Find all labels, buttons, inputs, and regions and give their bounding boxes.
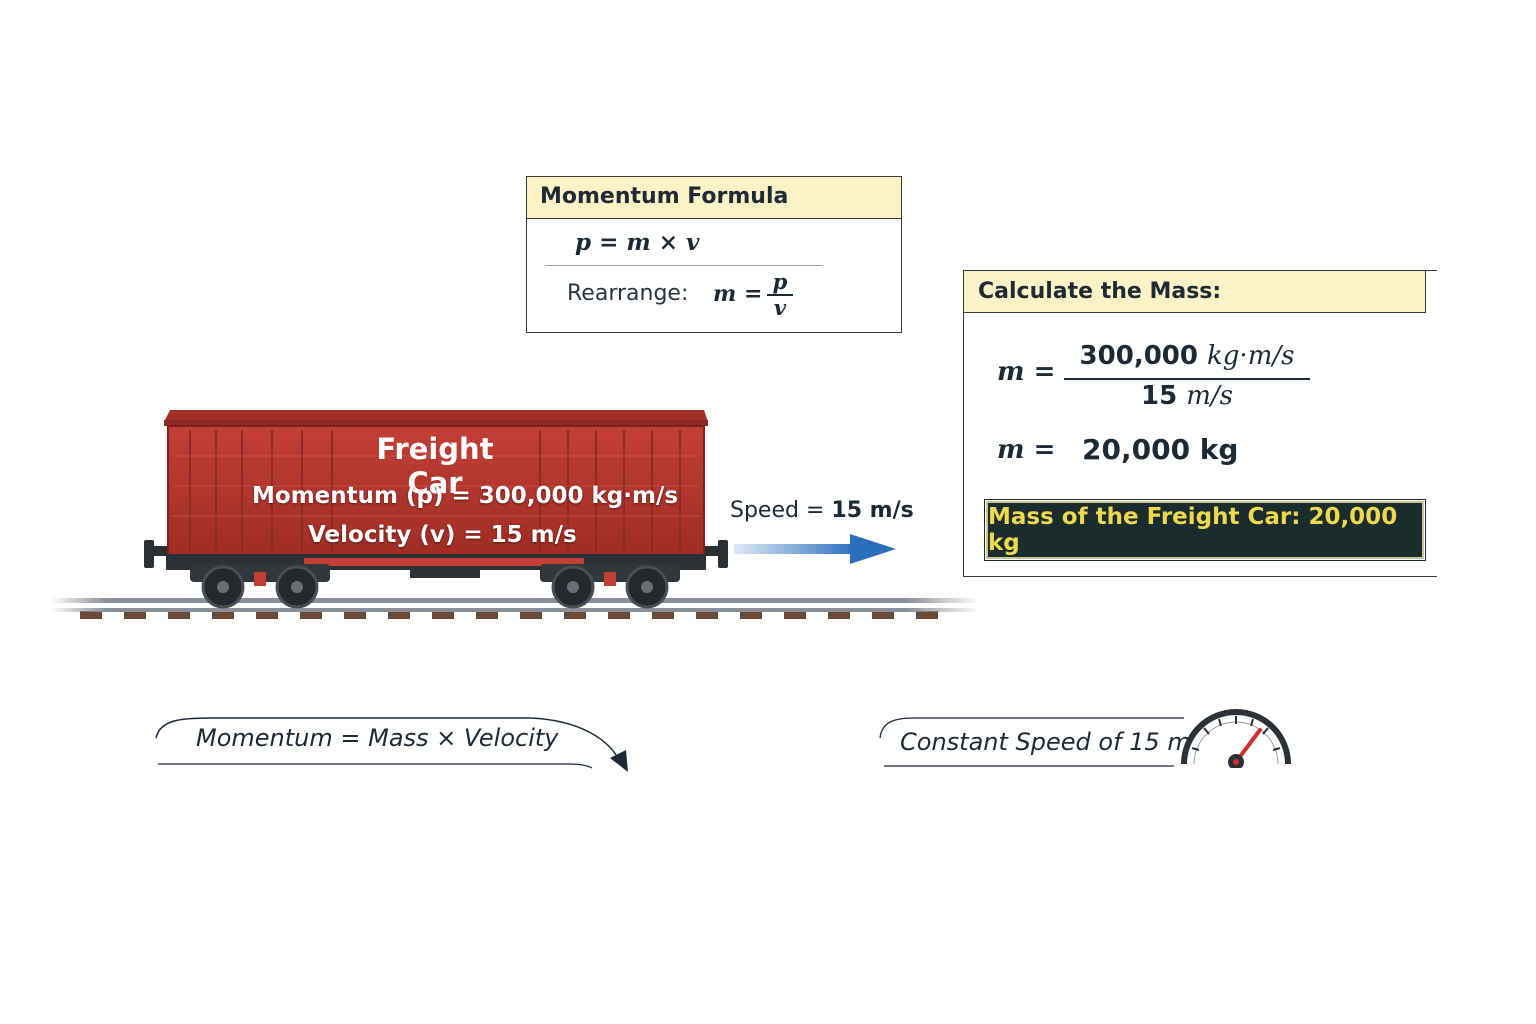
speedometer-icon (1181, 709, 1291, 768)
speed-value: 15 m/s (831, 498, 914, 523)
constant-speed-underline (879, 717, 1184, 767)
freight-car-title: Freight Car (376, 432, 494, 500)
calculate-mass-card: Calculate the Mass: m = 300,000 kg·m/s 1… (963, 270, 1437, 577)
calc-card-title: Calculate the Mass: (964, 271, 1426, 313)
fraction-denominator: v (773, 295, 787, 320)
rearranged-fraction: p v (767, 270, 793, 319)
freight-car-momentum: Momentum (p) = 300,000 kg·m/s (252, 483, 679, 509)
numerator-value: 300,000 (1079, 341, 1198, 371)
momentum-caption: Momentum = Mass × Velocity (196, 724, 559, 752)
numerator-unit: kg·m/s (1207, 341, 1295, 371)
calc-fraction-bar (1064, 378, 1310, 380)
result-value: 20,000 kg (1082, 433, 1239, 466)
freight-car-velocity: Velocity (v) = 15 m/s (308, 522, 577, 548)
formula-card-title: Momentum Formula (527, 177, 901, 219)
freight-car-illustration (50, 410, 980, 619)
couplers (144, 540, 728, 568)
calc-numerator: 300,000 kg·m/s (1064, 341, 1310, 371)
curved-arrow-icon (155, 717, 628, 772)
speed-arrow-icon (734, 534, 896, 564)
rearrange-label: Rearrange: (567, 281, 689, 306)
momentum-formula: p = m × v (575, 229, 700, 256)
result-lhs: m = (997, 435, 1056, 465)
constant-speed-caption: Constant Speed of 15 m/s (900, 728, 1212, 756)
formula-divider (545, 265, 823, 266)
speed-label-text: Speed = (730, 498, 825, 523)
denominator-value: 15 (1140, 381, 1178, 411)
fraction-bar (767, 294, 793, 296)
wheel-trucks (190, 564, 680, 609)
calc-lhs: m = (997, 357, 1056, 387)
rearranged-lhs: m = (713, 281, 763, 307)
railroad-track (50, 598, 980, 619)
mass-result-box: Mass of the Freight Car: 20,000 kg (984, 499, 1426, 561)
momentum-formula-card: Momentum Formula p = m × v Rearrange: m … (526, 176, 902, 333)
calc-denominator: 15 m/s (1064, 381, 1310, 411)
fraction-numerator: p (772, 269, 788, 294)
speed-label: Speed = 15 m/s (730, 498, 914, 523)
denominator-unit: m/s (1186, 381, 1233, 411)
